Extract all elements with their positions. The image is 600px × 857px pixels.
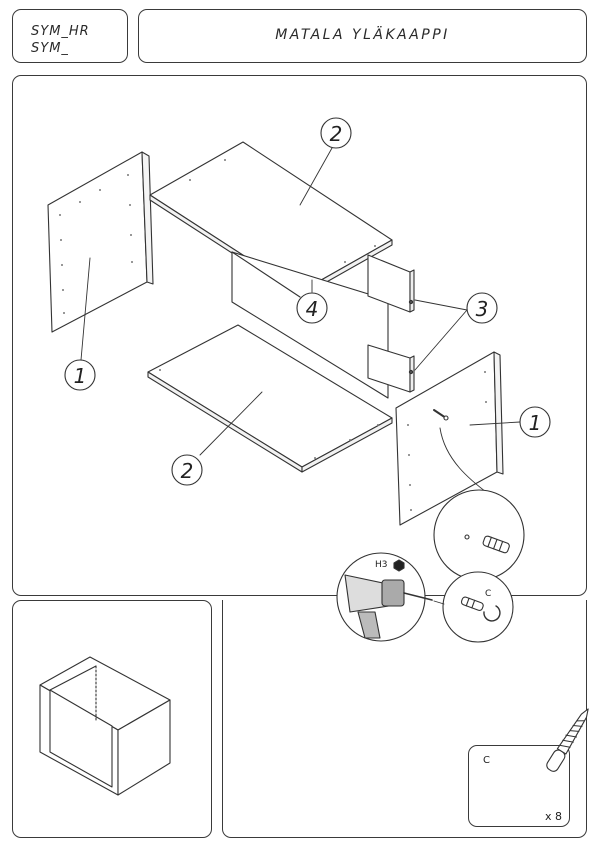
callout-side-right: 1: [519, 406, 551, 438]
hardware-label: C: [483, 755, 490, 766]
fitting-detail: [433, 427, 525, 581]
svg-text:3: 3: [476, 297, 489, 321]
fitting-label: C: [485, 589, 491, 599]
mounting-rails: [367, 254, 415, 393]
callout-top: 2: [320, 117, 352, 149]
assembled-cabinet: [39, 656, 171, 796]
left-side-panel: [47, 151, 154, 333]
callout-rails: 3: [466, 292, 498, 324]
model-code: SYM_HR: [31, 24, 90, 39]
screw-icon: [546, 708, 589, 772]
part-callouts: 1 2 2 4 3 1: [64, 117, 551, 486]
svg-text:2: 2: [330, 122, 343, 146]
right-side-panel: [395, 351, 504, 526]
callout-leaders: [80, 147, 521, 456]
callout-bottom: 2: [171, 454, 203, 486]
svg-text:4: 4: [306, 297, 319, 321]
svg-text:2: 2: [181, 459, 194, 483]
title-box: MATALA YLÄKAAPPI: [138, 9, 587, 63]
cam-lock-detail: C: [433, 571, 514, 643]
bottom-panel: [147, 324, 393, 473]
hardware-quantity: x 8: [545, 810, 562, 823]
drill-illustration: H3: [336, 552, 433, 642]
svg-text:1: 1: [529, 411, 542, 435]
model-code-secondary: SYM_: [31, 41, 69, 56]
product-title: MATALA YLÄKAAPPI: [275, 27, 450, 43]
model-code-box: SYM_HR SYM_: [12, 9, 128, 63]
callout-back: 4: [296, 292, 328, 324]
callout-side-left: 1: [64, 359, 96, 391]
svg-text:1: 1: [74, 364, 87, 388]
bit-size-label: H3: [375, 560, 388, 570]
back-panel: [231, 251, 389, 399]
